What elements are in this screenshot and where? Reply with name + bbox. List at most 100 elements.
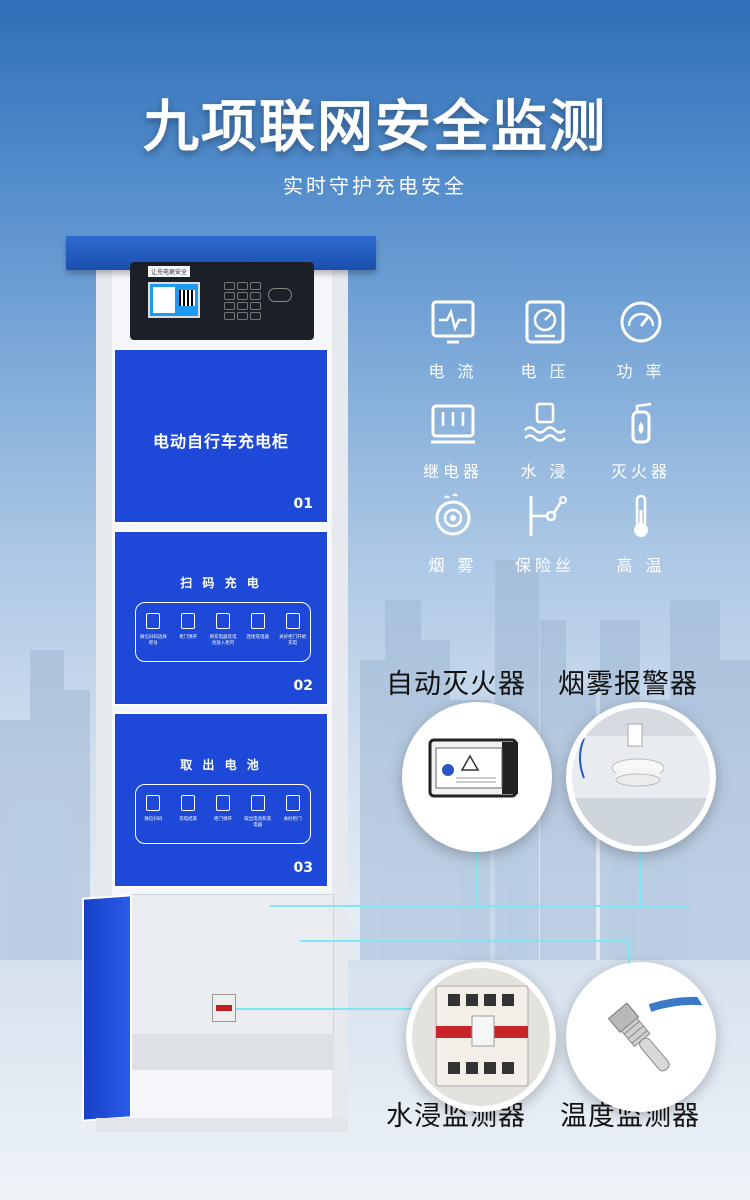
relay-icon	[431, 404, 475, 444]
leader-line	[300, 940, 630, 942]
key[interactable]	[250, 282, 261, 290]
remove-battery-steps: 微信扫码 充电结束 柜门弹开 取出电池和充电器 关好柜门	[135, 784, 311, 844]
open-door-panel[interactable]	[82, 894, 132, 1122]
phone-icon	[146, 795, 161, 811]
cabinet-door-01[interactable]: 电动自行车充电柜 01	[113, 348, 329, 524]
cabinet-door-03[interactable]: 取 出 电 池 微信扫码 充电结束 柜门弹开 取出电池和充电器 关好柜门 03	[113, 712, 329, 888]
power-gauge-icon	[620, 301, 662, 343]
step-label: 柜门弹开	[179, 635, 198, 640]
monitor-label: 电 流	[428, 362, 478, 381]
smoke-alarm-photo	[566, 702, 716, 852]
monitor-label: 烟 雾	[428, 556, 478, 575]
leader-line	[640, 818, 642, 906]
temperature-probe-device-icon	[607, 996, 710, 1072]
monitor-relay: 继电器	[408, 398, 498, 482]
key[interactable]	[237, 302, 248, 310]
door-number: 02	[293, 678, 313, 694]
monitor-water: 水 浸	[500, 398, 590, 482]
monitor-label: 高 温	[616, 556, 666, 575]
qr-code-icon	[179, 290, 195, 306]
door-title: 电动自行车充电柜	[152, 432, 289, 451]
step-label: 关好柜门	[283, 817, 302, 822]
key[interactable]	[250, 292, 261, 300]
leader-line	[476, 822, 478, 906]
stop-icon	[181, 795, 196, 811]
cabinet-right-frame	[332, 262, 348, 1132]
monitor-label: 灭火器	[610, 462, 671, 481]
monitor-label: 功 率	[616, 362, 666, 381]
fire-extinguisher-icon	[631, 402, 652, 444]
thermometer-icon	[634, 494, 648, 537]
step-label: 关好柜门开始充电	[279, 635, 307, 646]
key[interactable]	[237, 282, 248, 290]
water-immersion-icon	[524, 402, 566, 442]
monitor-label: 水 浸	[520, 462, 570, 481]
temperature-monitor-photo	[566, 962, 716, 1112]
card-reader-icon[interactable]	[268, 288, 292, 302]
monitor-label: 继电器	[422, 462, 483, 481]
door-title: 取 出 电 池	[180, 758, 262, 772]
key[interactable]	[224, 302, 235, 310]
check-icon	[285, 795, 300, 811]
battery-icon	[215, 613, 230, 629]
scan-charge-steps: 微信扫码选择柜号 柜门弹开 将充电器及电池放入柜内 连接充电器 关好柜门开始充电	[135, 602, 311, 662]
key[interactable]	[250, 302, 261, 310]
charge-icon	[285, 613, 300, 629]
key[interactable]	[224, 292, 235, 300]
smoke-icon	[435, 493, 471, 536]
step-label: 将充电器及电池放入柜内	[209, 635, 237, 646]
step-label: 充电结束	[179, 817, 198, 822]
door-number: 01	[293, 496, 313, 512]
monitor-fuse: 保险丝	[500, 492, 590, 576]
step-label: 微信扫码选择柜号	[139, 635, 167, 646]
keypad[interactable]	[224, 282, 261, 320]
door-open-icon	[181, 613, 196, 629]
monitor-extinguisher: 灭火器	[596, 398, 686, 482]
key[interactable]	[224, 312, 235, 320]
callout-extinguisher-title: 自动灭火器	[386, 669, 526, 700]
screen-content	[153, 287, 175, 313]
water-monitor-photo	[406, 962, 556, 1112]
water-sensor-device-icon	[412, 968, 550, 1106]
door-title: 扫 码 充 电	[180, 576, 262, 590]
phone-icon	[146, 613, 161, 629]
step-label: 柜门弹开	[213, 817, 232, 822]
monitor-temperature: 高 温	[596, 492, 686, 576]
door-open-icon	[215, 795, 230, 811]
battery-icon	[250, 795, 265, 811]
monitor-label: 电 压	[520, 362, 570, 381]
compartment-shelf	[130, 1034, 334, 1070]
monitor-smoke: 烟 雾	[408, 492, 498, 576]
fuse-icon	[529, 496, 567, 536]
page-subheadline: 实时守护充电安全	[283, 174, 467, 198]
door-number: 03	[293, 860, 313, 876]
voltage-icon	[525, 300, 565, 344]
step-label: 连接充电器	[246, 635, 270, 640]
leader-line	[628, 940, 630, 976]
plug-icon	[250, 613, 265, 629]
leader-line	[236, 1008, 412, 1010]
monitor-voltage: 电 压	[500, 298, 590, 382]
extinguisher-photo	[402, 702, 552, 852]
step-label: 取出电池和充电器	[244, 817, 272, 828]
panel-screen[interactable]	[148, 282, 200, 318]
page-headline: 九项联网安全监测	[143, 95, 607, 160]
cabinet-base	[96, 1118, 348, 1132]
key[interactable]	[237, 292, 248, 300]
panel-logo: 让充电更安全	[148, 266, 191, 277]
step-label: 微信扫码	[144, 817, 163, 822]
monitor-current: 电 流	[408, 298, 498, 382]
fire-extinguisher-device-icon	[428, 738, 518, 798]
key[interactable]	[224, 282, 235, 290]
current-icon	[431, 300, 475, 344]
key[interactable]	[250, 312, 261, 320]
callout-smoke-title: 烟雾报警器	[558, 669, 698, 700]
smoke-detector-device-icon	[572, 708, 710, 846]
monitor-power: 功 率	[596, 298, 686, 382]
key[interactable]	[237, 312, 248, 320]
water-sensor-installed	[212, 994, 236, 1022]
cabinet-door-02[interactable]: 扫 码 充 电 微信扫码选择柜号 柜门弹开 将充电器及电池放入柜内 连接充电器 …	[113, 530, 329, 706]
leader-line	[270, 905, 690, 907]
monitor-label: 保险丝	[514, 556, 575, 575]
